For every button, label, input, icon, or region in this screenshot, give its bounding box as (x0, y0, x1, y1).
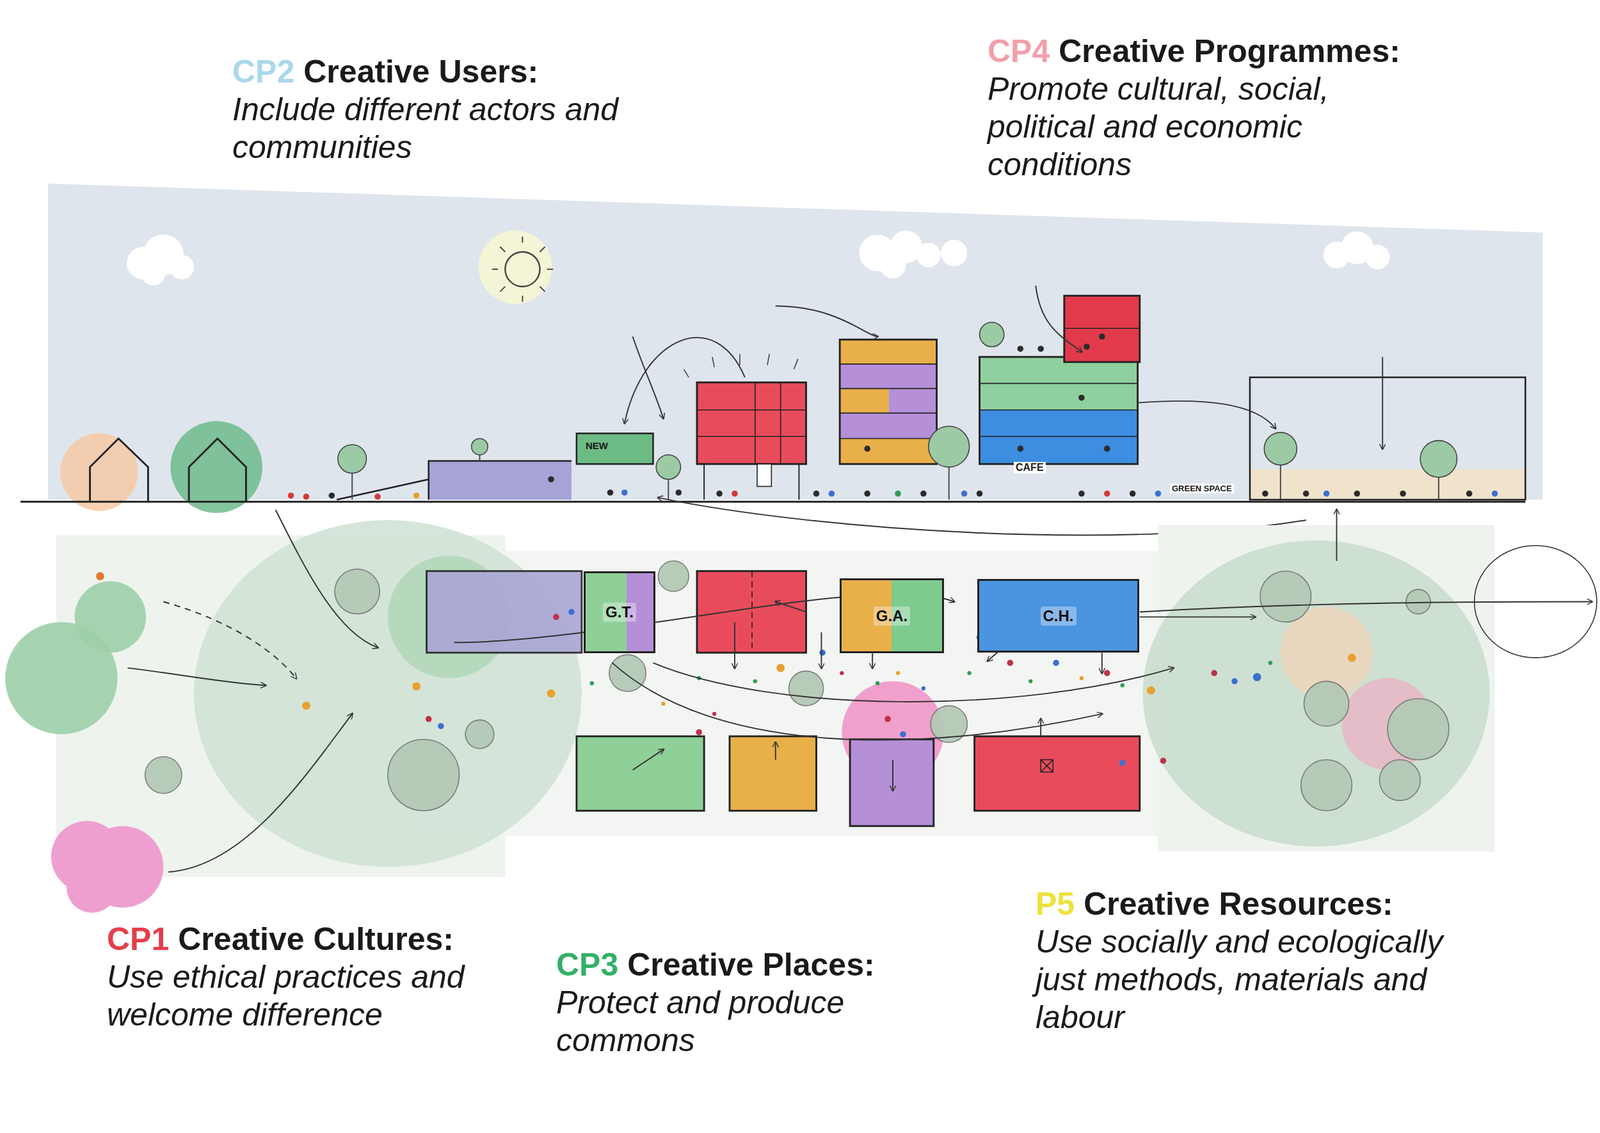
sky (48, 183, 1543, 500)
principle-title: Creative Users: (303, 53, 539, 90)
principle-block: P5Creative Resources:Use socially and ec… (1035, 886, 1471, 1037)
sign-label: GREEN SPACE (1169, 483, 1234, 494)
principle-description: Include different actors and communities (232, 90, 668, 167)
principle-title: Creative Places: (627, 947, 875, 984)
trees (337, 322, 1458, 480)
principle-description: Protect and produce commons (556, 984, 915, 1060)
principle-heading: CP3Creative Places: (556, 947, 915, 985)
block-code: C.H. (1040, 606, 1077, 626)
sign-label: CAFE (1013, 462, 1046, 474)
people (288, 333, 1499, 500)
site-plan (5, 510, 1597, 914)
principle-code: P5 (1035, 886, 1075, 923)
sign-label: NEW (583, 440, 610, 452)
principle-block: CP3Creative Places:Protect and produce c… (556, 947, 915, 1060)
street-section (20, 285, 1526, 536)
principle-heading: CP1Creative Cultures: (106, 921, 491, 959)
principle-code: CP2 (232, 53, 295, 90)
principle-heading: CP4Creative Programmes: (987, 33, 1436, 71)
principle-description: Promote cultural, social, political and … (987, 70, 1436, 184)
principle-block: CP1Creative Cultures:Use ethical practic… (106, 921, 491, 1035)
principle-code: CP1 (106, 921, 169, 958)
principle-title: Creative Cultures: (177, 921, 454, 958)
principle-heading: CP2Creative Users: (232, 53, 668, 91)
principle-block: CP2Creative Users:Include different acto… (232, 53, 668, 167)
plan-block: C.H. (977, 579, 1140, 653)
block-code: G.A. (873, 606, 911, 626)
principle-description: Use socially and ecologically just metho… (1035, 923, 1471, 1037)
principle-block: CP4Creative Programmes:Promote cultural,… (987, 33, 1436, 184)
principle-code: CP4 (987, 33, 1050, 70)
block-code: G.T. (602, 602, 637, 623)
principle-title: Creative Resources: (1083, 886, 1394, 923)
crowd-dots (96, 572, 1357, 767)
plan-block: G.T. (583, 571, 656, 654)
principle-title: Creative Programmes: (1058, 33, 1401, 70)
principle-heading: P5Creative Resources: (1035, 886, 1471, 924)
plan-block: G.A. (839, 578, 944, 654)
principle-description: Use ethical practices and welcome differ… (106, 958, 491, 1035)
principle-code: CP3 (556, 947, 619, 984)
